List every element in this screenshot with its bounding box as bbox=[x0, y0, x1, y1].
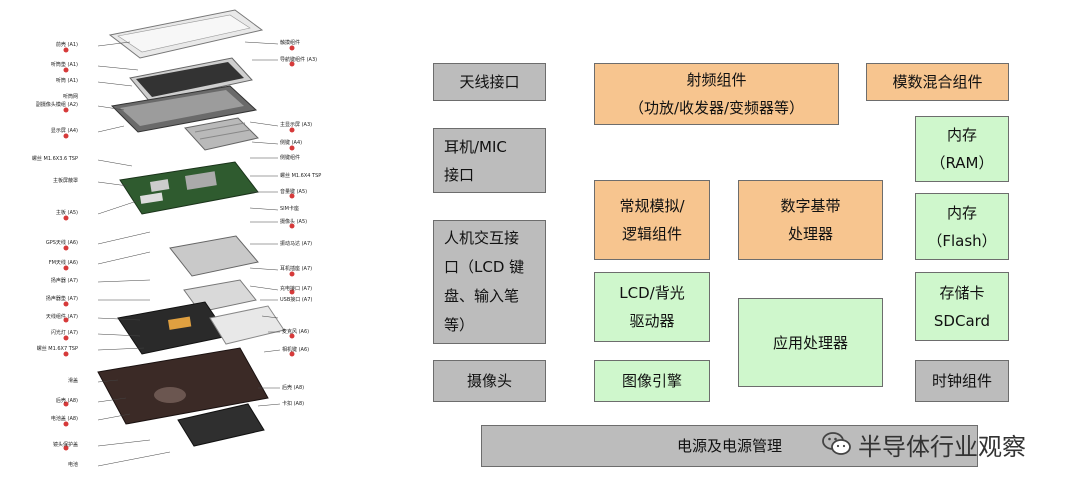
rf-components-block: 射频组件 （功放/收发器/变频器等） bbox=[594, 63, 839, 125]
part-label: 相机键 (A6) bbox=[282, 347, 310, 353]
part-label: 耳机插座 (A7) bbox=[280, 266, 313, 272]
watermark: 半导体行业观察 bbox=[822, 426, 1026, 462]
part-label: 侧键 (A4) bbox=[280, 140, 303, 146]
analog-logic-block: 常规模拟/ 逻辑组件 bbox=[594, 180, 710, 260]
part-label: 滑盖 bbox=[67, 378, 78, 384]
hmi-block: 人机交互接 口（LCD 键 盘、输入笔 等） bbox=[433, 220, 546, 344]
part-label: 扬声器垫 (A7) bbox=[45, 296, 78, 302]
part-label: 电池盖 (A8) bbox=[50, 416, 78, 422]
part-label: 闪光灯 (A7) bbox=[50, 330, 78, 336]
baseband-processor-block: 数字基带 处理器 bbox=[738, 180, 883, 260]
ram-block: 内存 （RAM） bbox=[915, 116, 1009, 182]
part-label: 振动马达 (A7) bbox=[280, 241, 313, 247]
part-label: 天线组件 (A7) bbox=[45, 314, 78, 320]
part-label: 导航键组件 (A3) bbox=[280, 57, 318, 63]
part-label: 触摸组件 bbox=[280, 40, 301, 46]
part-label: 主显示屏 (A3) bbox=[280, 122, 313, 128]
part-label: GPS天线 (A6) bbox=[45, 240, 78, 246]
part-label: 电池 bbox=[67, 462, 78, 468]
part-label: 扬声器 (A7) bbox=[50, 278, 78, 284]
part-label: 显示屏 (A4) bbox=[50, 128, 78, 134]
part-label: 后壳 (A8) bbox=[282, 385, 305, 391]
part-label: 充电接口 (A7) bbox=[280, 286, 313, 292]
part-markers bbox=[63, 45, 295, 451]
part-label: 音量键 (A5) bbox=[280, 189, 308, 195]
exploded-phone-view: 前壳 (A1) 听筒垫 (A1) 听筒 (A1) 听筒网 副摄像头模组 (A2)… bbox=[0, 0, 340, 493]
sd-card-block: 存储卡 SDCard bbox=[915, 272, 1009, 341]
part-label: 主板屏蔽罩 bbox=[52, 178, 78, 184]
part-label: 主板 (A5) bbox=[55, 210, 78, 216]
part-label: 螺丝 M1.6X3.6 TSP bbox=[31, 156, 78, 162]
part-label: 前壳 (A1) bbox=[55, 42, 78, 48]
headset-mic-block: 耳机/MIC 接口 bbox=[433, 128, 546, 193]
exploded-phone-drawing bbox=[63, 9, 295, 467]
keypad-part bbox=[184, 117, 259, 151]
camera-block: 摄像头 bbox=[433, 360, 546, 402]
part-label: 摄像头 (A5) bbox=[280, 219, 308, 225]
part-label: 镜头保护盖 bbox=[52, 442, 78, 448]
app-processor-block: 应用处理器 bbox=[738, 298, 883, 387]
shield-part bbox=[169, 235, 259, 313]
part-label: 侧键组件 bbox=[280, 155, 301, 161]
flash-block: 内存 （Flash） bbox=[915, 193, 1009, 260]
part-label: USB接口 (A7) bbox=[280, 297, 313, 303]
part-label: 听筒 (A1) bbox=[55, 78, 78, 84]
leader-lines bbox=[97, 41, 281, 467]
part-label: 听筒网 bbox=[62, 94, 78, 100]
front-shell-part bbox=[108, 9, 264, 59]
lcd-frame-part bbox=[110, 85, 258, 133]
part-label: 麦克风 (A6) bbox=[282, 329, 310, 335]
clock-block: 时钟组件 bbox=[915, 360, 1009, 402]
part-label: 副摄像头模组 (A2) bbox=[35, 102, 78, 108]
power-management-block: 电源及电源管理 bbox=[481, 425, 978, 467]
image-engine-block: 图像引擎 bbox=[594, 360, 710, 402]
part-label: 螺丝 M1.6X4 TSP bbox=[280, 173, 322, 179]
antenna-interface-block: 天线接口 bbox=[433, 63, 546, 101]
lcd-backlight-block: LCD/背光 驱动器 bbox=[594, 272, 710, 342]
display-part bbox=[129, 57, 253, 103]
part-label: FM天线 (A6) bbox=[48, 260, 78, 266]
antenna-module-part bbox=[117, 301, 229, 355]
mixed-signal-block: 模数混合组件 bbox=[866, 63, 1009, 101]
watermark-text: 半导体行业观察 bbox=[858, 432, 1026, 461]
side-bracket-part bbox=[209, 305, 285, 345]
part-label: SIM卡座 bbox=[280, 206, 299, 212]
part-label: 螺丝 M1.6X7 TSP bbox=[36, 346, 78, 352]
wechat-icon bbox=[822, 432, 851, 455]
part-label: 后壳 (A8) bbox=[55, 398, 78, 404]
part-label: 卡扣 (A8) bbox=[282, 401, 305, 407]
battery-cover-part bbox=[177, 403, 265, 447]
part-label: 听筒垫 (A1) bbox=[50, 62, 78, 68]
main-board-part bbox=[119, 161, 259, 215]
back-cover-part bbox=[97, 347, 269, 425]
